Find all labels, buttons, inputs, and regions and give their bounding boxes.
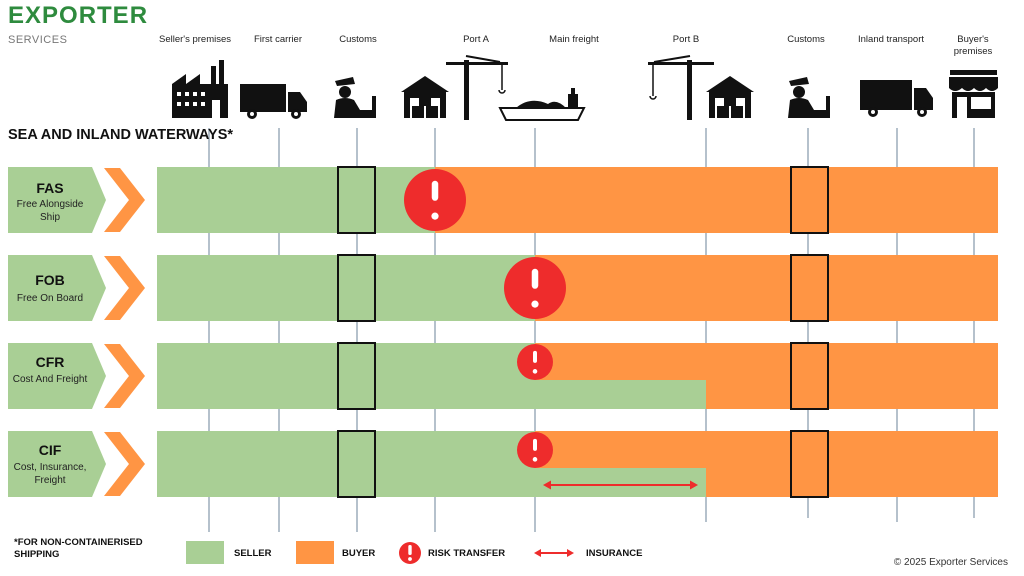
term-code-fob: FOB [35, 272, 65, 288]
risk-mark-bar [533, 438, 537, 451]
customs-box-export [337, 430, 376, 498]
risk-mark-dot [531, 300, 539, 308]
legend-buyer-swatch [296, 541, 334, 564]
risk-mark-dot [532, 369, 538, 374]
legend-insurance-arrow-icon [534, 549, 574, 557]
seller-bar-fob [157, 255, 535, 321]
legend-risk-label: RISK TRANSFER [428, 548, 506, 559]
legend-insurance-label: INSURANCE [586, 548, 643, 559]
term-name-cif: Cost, Insurance, Freight [13, 462, 87, 486]
term-chevron-fob [104, 256, 145, 320]
truck-icon [860, 80, 933, 117]
footnote: *FOR NON-CONTAINERISED SHIPPING [14, 537, 143, 560]
term-label-block-fob [8, 255, 106, 321]
seller-bar-cfr [157, 343, 535, 409]
term-chevron-cfr [104, 344, 145, 408]
customs-box-export [337, 254, 376, 322]
customs-box-import [790, 342, 829, 410]
customs-officer-icon [334, 77, 376, 118]
seller-cost-bar-cfr [535, 380, 706, 409]
term-code-cif: CIF [38, 442, 62, 458]
risk-mark-bar [431, 180, 439, 201]
column-label-buyers-premises: Buyer's premises [953, 34, 993, 57]
brand-subtitle: SERVICES [8, 34, 68, 46]
column-label-sellers-premises: Seller's premises [158, 34, 232, 45]
insurance-arrow-head-right [690, 480, 698, 490]
legend-buyer-label: BUYER [342, 548, 376, 559]
customs-officer-icon [788, 77, 830, 118]
legend-seller-swatch [186, 541, 224, 564]
shop-icon [949, 70, 998, 118]
column-label-main-freight: Main freight [549, 34, 599, 45]
factory-icon [172, 60, 228, 118]
brand-logo: EXPORTER [8, 2, 149, 29]
column-label-inland-transport: Inland transport [858, 34, 925, 45]
term-name-cfr: Cost And Freight [12, 374, 88, 385]
customs-box-import [790, 166, 829, 234]
term-code-fas: FAS [36, 180, 64, 196]
copyright: © 2025 Exporter Services [893, 557, 1008, 568]
column-label-customs-2: Customs [787, 34, 825, 45]
customs-box-import [790, 430, 829, 498]
term-label-block-fas [8, 167, 106, 233]
term-name-fob: Free On Board [16, 293, 84, 304]
risk-mark-dot [532, 457, 538, 462]
ship-icon [498, 88, 586, 121]
seller-bar-fas [157, 167, 435, 233]
seller-bar-cif [157, 431, 535, 497]
term-label-block-cif [8, 431, 106, 497]
legend-seller-label: SELLER [234, 548, 272, 559]
risk-mark-bar [531, 268, 539, 289]
truck-icon [240, 84, 307, 119]
column-label-first-carrier: First carrier [253, 34, 303, 45]
warehouse-crane-icon [401, 55, 508, 120]
insurance-arrow-head-left [543, 480, 551, 490]
risk-mark-dot [431, 212, 439, 220]
seller-cost-bar-cif [535, 468, 706, 497]
column-label-customs-1: Customs [339, 34, 377, 45]
customs-box-export [337, 342, 376, 410]
section-title: SEA AND INLAND WATERWAYS* [8, 127, 234, 143]
term-code-cfr: CFR [35, 354, 65, 370]
term-label-block-cfr [8, 343, 106, 409]
legend-risk-icon [399, 542, 421, 564]
customs-box-export [337, 166, 376, 234]
term-rows [8, 166, 998, 498]
term-chevron-cif [104, 432, 145, 496]
customs-box-import [790, 254, 829, 322]
risk-mark-bar [533, 350, 537, 363]
term-chevron-fas [104, 168, 145, 232]
column-label-port-b: Port B [672, 34, 700, 45]
term-name-fas: Free Alongside Ship [16, 199, 84, 223]
column-label-port-a: Port A [463, 34, 489, 45]
crane-warehouse-icon [648, 55, 754, 120]
